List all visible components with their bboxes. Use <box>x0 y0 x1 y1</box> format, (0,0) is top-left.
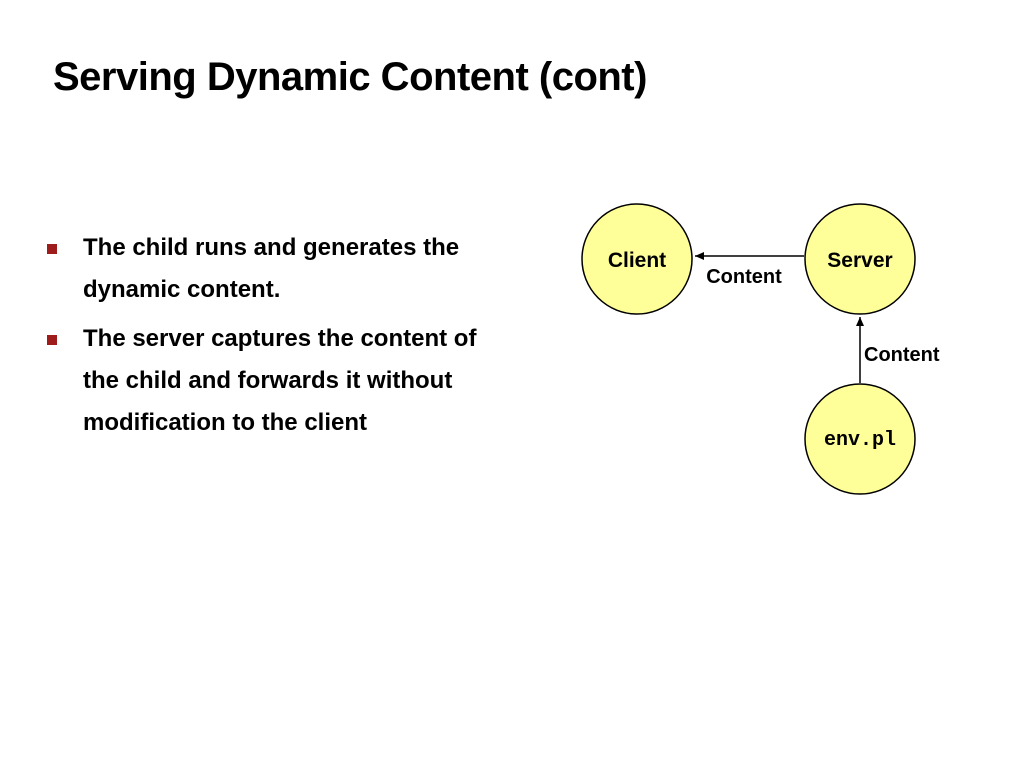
bullet-text: The child runs and generates the dynamic… <box>83 234 460 303</box>
bullet-item: The child runs and generates the dynamic… <box>44 227 514 311</box>
bullet-item: The server captures the content of the c… <box>44 318 514 444</box>
server-node: Server <box>804 203 916 315</box>
script-to-server-label: Content <box>864 344 940 366</box>
bullet-list: The child runs and generates the dynamic… <box>44 227 514 451</box>
env-pl-node-label: env.pl <box>824 429 896 452</box>
slide-title: Serving Dynamic Content (cont) <box>53 55 647 99</box>
client-node: Client <box>581 203 693 315</box>
server-node-circle <box>804 203 916 315</box>
server-node-label: Server <box>827 249 892 272</box>
bullet-square-icon <box>47 335 57 345</box>
env-pl-node-circle <box>804 383 916 495</box>
bullet-square-icon <box>47 244 57 254</box>
server-to-client-label: Content <box>706 266 782 288</box>
bullet-text: The server captures the content of the c… <box>83 325 477 436</box>
env-pl-node: env.pl <box>804 383 916 495</box>
client-node-label: Client <box>608 249 666 272</box>
client-node-circle <box>581 203 693 315</box>
client-server-diagram: Client Server env.pl Content Content <box>581 203 940 495</box>
